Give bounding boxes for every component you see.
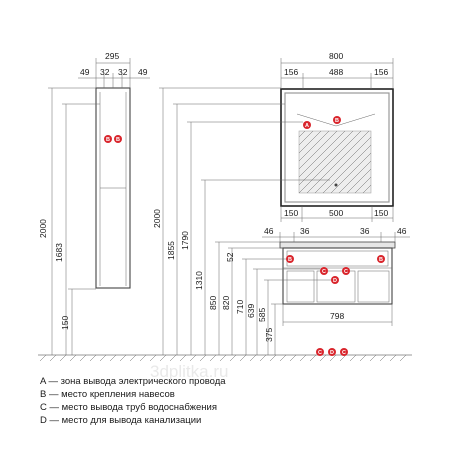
dim-820: 820	[221, 296, 231, 310]
vanity-marker-c-right: C	[342, 267, 350, 275]
vanity-width-dim-line	[282, 304, 393, 326]
column-marker-b-left: B	[104, 135, 112, 143]
mirror-top-dim-1: 156	[284, 67, 298, 77]
dim-375: 375	[264, 328, 274, 342]
legend-line-a: A — зона вывода электрического провода	[40, 376, 226, 387]
svg-text:C: C	[344, 269, 348, 275]
column-dim-4: 49	[138, 67, 148, 77]
column-cabinet	[95, 87, 131, 289]
column-dim-3: 32	[118, 67, 128, 77]
column-marker-b-right: B	[114, 135, 122, 143]
dim-2000: 2000	[152, 209, 162, 228]
center-vertical-dims	[159, 87, 331, 355]
vanity-marker-b-left: B	[286, 255, 294, 263]
svg-text:B: B	[106, 137, 110, 143]
floor	[38, 354, 412, 362]
column-height-total: 2000	[38, 219, 48, 238]
column-width-label: 295	[105, 51, 119, 61]
mirror-bottom-dim-1: 150	[284, 208, 298, 218]
dim-710: 710	[235, 300, 245, 314]
dim-1855: 1855	[166, 241, 176, 260]
svg-text:B: B	[288, 257, 292, 263]
dim-52: 52	[225, 252, 235, 262]
dim-1790: 1790	[180, 231, 190, 250]
vanity-marker-c-left: C	[320, 267, 328, 275]
svg-text:C: C	[322, 269, 326, 275]
legend-line-d: D — место для вывода канализации	[40, 415, 201, 426]
svg-text:C: C	[318, 350, 322, 356]
vanity-top-dim-2: 36	[300, 226, 310, 236]
mirror-top-dim-2: 488	[329, 67, 343, 77]
mirror-bottom-dim-3: 150	[374, 208, 388, 218]
vanity-width-label: 798	[330, 311, 344, 321]
floor-marker-d: D	[328, 348, 336, 356]
column-dim-1: 49	[80, 67, 90, 77]
column-dim-lines	[78, 58, 150, 88]
vanity-top-dim-4: 46	[397, 226, 407, 236]
svg-text:D: D	[333, 278, 337, 284]
column-dim-2: 32	[100, 67, 110, 77]
dim-1310: 1310	[194, 271, 204, 290]
mirror-top-dim-3: 156	[374, 67, 388, 77]
dim-585: 585	[257, 308, 267, 322]
svg-text:D: D	[330, 350, 334, 356]
svg-text:C: C	[342, 350, 346, 356]
svg-text:B: B	[335, 118, 339, 124]
column-height-top: 1683	[54, 243, 64, 262]
mirror	[280, 88, 394, 207]
mirror-marker-b: B	[333, 116, 341, 124]
vanity	[279, 241, 396, 305]
legend-line-c: C — место вывода труб водоснабжения	[40, 402, 217, 413]
vanity-marker-d: D	[331, 276, 339, 284]
legend-line-b: B — место крепления навесов	[40, 389, 175, 400]
mirror-top-dim-lines	[280, 58, 394, 89]
mirror-marker-a: A	[303, 121, 311, 129]
svg-text:B: B	[116, 137, 120, 143]
watermark: 3dplitka.ru	[150, 362, 228, 381]
mirror-bottom-dim-2: 500	[329, 208, 343, 218]
mirror-bottom-dim-lines	[280, 206, 394, 222]
floor-marker-c-2: C	[340, 348, 348, 356]
dim-639: 639	[246, 304, 256, 318]
mirror-width-label: 800	[329, 51, 343, 61]
vanity-top-dim-1: 46	[264, 226, 274, 236]
column-vertical-dims	[48, 87, 100, 355]
column-height-bottom: 150	[60, 316, 70, 330]
floor-marker-c-1: C	[316, 348, 324, 356]
vanity-top-dim-lines	[262, 232, 410, 242]
svg-text:A: A	[305, 123, 309, 129]
vanity-top-dim-3: 36	[360, 226, 370, 236]
dim-850: 850	[208, 296, 218, 310]
vanity-marker-b-right: B	[377, 255, 385, 263]
svg-text:B: B	[379, 257, 383, 263]
